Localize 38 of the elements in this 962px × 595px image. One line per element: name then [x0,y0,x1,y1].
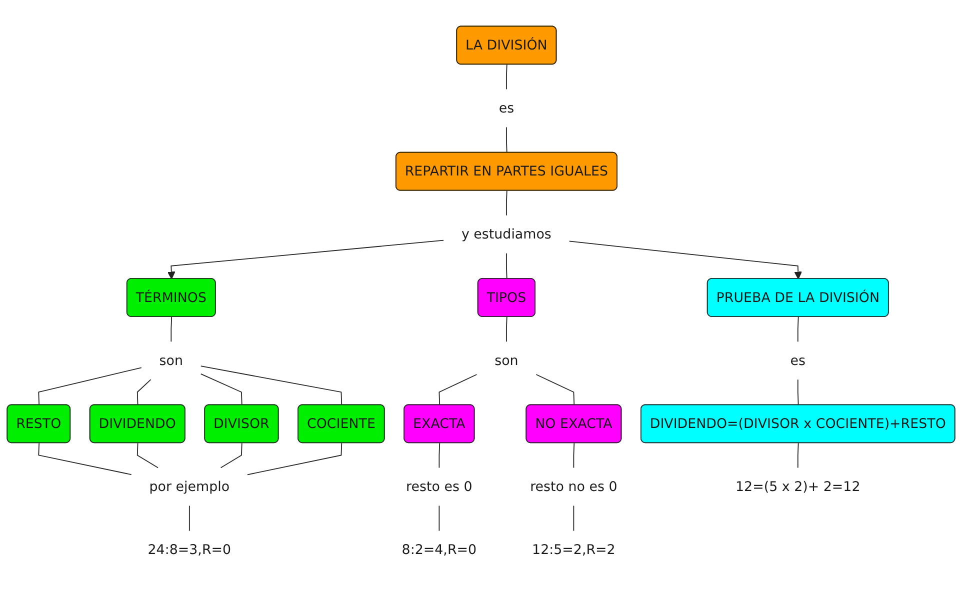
connector [797,442,799,468]
node-text: por ejemplo [149,478,230,495]
node-text: resto es 0 [406,478,472,495]
connector [136,379,152,406]
connector [247,442,342,476]
connector [536,374,575,406]
connector [170,316,172,342]
node-text: 12:5=2,R=2 [532,542,616,558]
connector [506,190,508,216]
node-text: son [494,352,518,368]
connector [573,505,574,532]
connector [38,367,142,406]
connector [506,316,508,342]
node-text: y estudiamos [461,226,552,242]
connector [506,252,508,280]
node-text: es [790,352,806,368]
connector [220,442,242,468]
node-text: 24:8=3,R=0 [148,542,232,558]
connector [438,374,478,406]
connector [136,442,158,468]
connector [438,442,440,468]
connector [200,366,342,406]
connector [573,442,575,468]
node-text: son [159,352,183,368]
node-text: 12=(5 x 2)+ 2=12 [736,478,860,495]
connector [38,442,132,476]
connector [797,379,799,406]
node-text: 8:2=4,R=0 [402,542,477,558]
connector [200,373,242,406]
connector [438,505,440,532]
node-text: es [498,100,514,116]
node-text: resto no es 0 [530,478,618,495]
connector [188,505,190,532]
connector [797,316,799,342]
arrow [167,240,444,280]
connector [506,126,508,154]
arrow [568,240,802,280]
connector [506,64,508,90]
